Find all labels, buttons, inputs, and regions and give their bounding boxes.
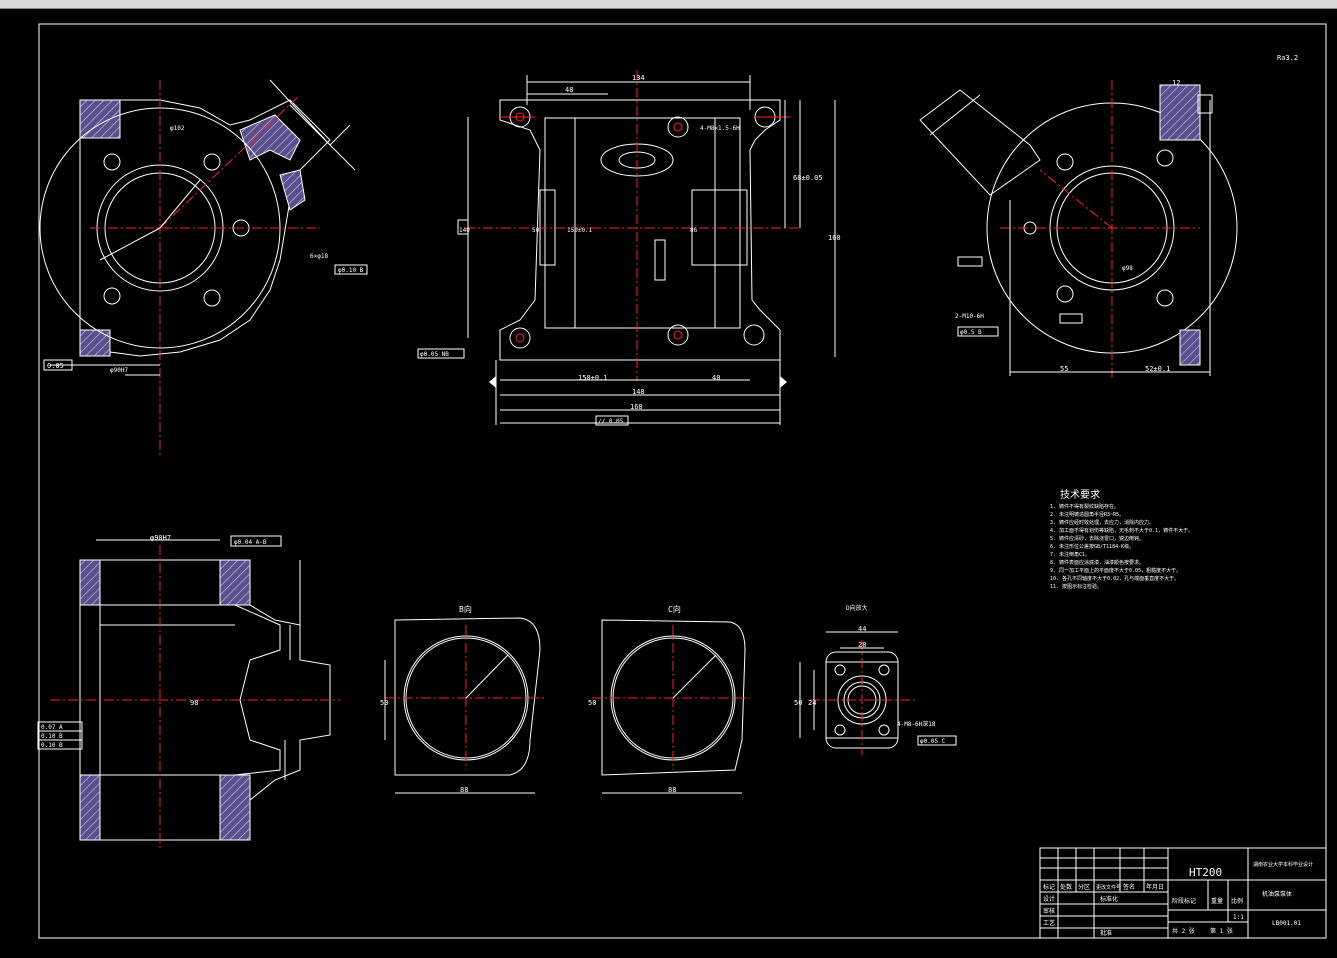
tech-line-3: 3. 铸件应经时效处理，去应力，消除内应力。 [1050,519,1154,526]
dim-section-phi: φ90H7 [150,534,171,542]
tb-sheets: 共 2 张 [1172,927,1195,935]
drawing-frame [38,23,1327,939]
dim-mid-150: 150±0.1 [567,227,593,234]
dim-right-160: 160 [828,234,841,242]
label-d-view: D向放大 [846,604,868,612]
tb-approve: 批准 [1100,929,1112,937]
tb-sign: 签名 [1123,883,1135,891]
view-left-front: 0.05 φ90H7 6×φ18 φ0.10 B φ102 [39,79,368,458]
dim-d-28: 28 [858,641,866,649]
drawing-no: LB001.01 [1272,920,1301,927]
tech-line-5: 5. 铸件应清砂，去除浇冒口，锐边倒钝。 [1050,535,1144,542]
dim-bottom-168: 168 [630,403,643,411]
dim-bottom-150: 150±0.1 [578,374,608,382]
tol-a: 0.07 A [41,724,63,731]
tol-position-right: φ0.5 B [960,329,982,336]
tech-line-7: 7. 未注倒角C1。 [1050,551,1090,558]
title-block: HT200 湖南农业大学本科毕业设计 机油泵泵体 LB001.01 标记 处数 … [1039,847,1327,939]
view-center-top: 134 48 4-M8×1.5-6H 160 68±0.05 140 150±0… [417,70,841,426]
dim-mid-50: 50 [532,227,540,234]
dim-d-50: 50 [794,699,802,707]
tol-b: 0.10 B [41,733,63,740]
tech-line-1: 1. 铸件不得有裂纹缺陷存在。 [1050,503,1119,510]
callout-thread-right: 2-M10-6H [955,313,984,320]
tb-weight: 重量 [1211,897,1223,905]
tb-std: 标准化 [1100,895,1118,903]
tech-line-4: 4. 加工面不得有划伤等缺陷，无毛刺不大于0.1，铸件不大于。 [1050,527,1193,534]
tb-count: 处数 [1060,883,1072,891]
dim-bottom-148: 148 [632,388,645,396]
tb-zone: 分区 [1078,883,1090,891]
tol-concentricity: φ0.04 A-B [234,539,267,546]
dim-left-140: 140 [459,227,470,234]
tol-pos-left: φ0.10 B [338,267,364,274]
dim-c-88: 88 [668,786,676,794]
school-name: 湖南农业大学本科毕业设计 [1253,861,1313,868]
dim-right-12: 12 [1172,79,1180,87]
view-c: C向 50 88 [588,604,750,794]
dim-bottom-40: 40 [712,374,720,382]
dim-right-68: 68±0.05 [793,174,823,182]
dim-b-88: 88 [460,786,468,794]
view-right-side: 55 52±0.1 12 φ0.5 B 2-M10-6H Ra3.2 φ98 [919,54,1298,380]
window-top-strip [0,0,1337,9]
tb-change: 更改文件号 [1096,884,1121,891]
tol-parallel: // 0.05 [598,418,624,425]
tb-mark: 标记 [1043,883,1055,891]
dim-phi102: φ102 [170,125,185,132]
tb-process: 工艺 [1043,919,1055,927]
tech-title: 技术要求 [1060,488,1100,501]
view-section: φ90H7 φ0.04 A-B 0.07 A 0.10 B 0.10 B 98 [37,534,340,850]
tech-line-11: 11. 按图示标注检验。 [1050,583,1102,590]
tech-requirements: 技术要求 1. 铸件不得有裂纹缺陷存在。 2. 未注明铸造圆角半径R3~R5。 … [1050,488,1193,590]
tech-line-9: 9. 同一加工平面上的平面度不大于0.05，粗糙度不大于。 [1050,567,1181,574]
dim-right-55: 55 [1060,365,1068,373]
tb-check: 审核 [1043,907,1055,915]
tol-position-center: φ0.05 NB [420,351,449,358]
view-b: B向 50 88 [380,604,545,794]
dim-phi: φ90H7 [110,367,128,374]
tech-line-10: 10. 各孔不同轴度不大于0.02，孔与端面垂直度不大于。 [1050,575,1179,582]
material-label: HT200 [1189,866,1222,879]
view-d: D向放大 44 28 50 24 4-M8-6H深18 φ0.05 C [794,604,957,755]
callout-thread: 4-M8×1.5-6H [700,125,740,132]
tb-scale: 1:1 [1233,914,1244,921]
tech-line-2: 2. 未注明铸造圆角半径R3~R5。 [1050,511,1124,518]
dim-top-48: 48 [565,86,573,94]
tb-scale-label: 比例 [1231,897,1243,905]
callout-holes: 6×φ18 [310,253,328,260]
label-c-view: C向 [668,604,681,614]
tol-position-d: φ0.05 C [920,738,946,745]
tb-design: 设计 [1043,895,1055,903]
dim-d-24: 24 [808,699,816,707]
dim-right-52: 52±0.1 [1145,365,1170,373]
label-b-view: B向 [459,604,472,614]
tb-date: 年月日 [1146,883,1164,891]
dim-b-50: 50 [380,699,388,707]
dim-mid-86: 86 [690,227,698,234]
tol-flatness: 0.05 [47,362,64,370]
tb-sheet-no: 第 1 张 [1210,927,1233,935]
tech-line-6: 6. 未注形位公差按GB/T1184-K级。 [1050,543,1134,550]
tol-c: 0.10 B [41,742,63,749]
dim-c-50: 50 [588,699,596,707]
dim-section-98: 98 [190,699,198,707]
dim-top-134: 134 [632,74,645,82]
dim-d-44: 44 [858,625,866,633]
dim-phi98: φ98 [1122,265,1133,272]
tb-stage: 阶段标记 [1172,897,1196,905]
roughness-note: Ra3.2 [1277,54,1298,62]
drawing-name: 机油泵泵体 [1262,890,1292,898]
callout-d-holes: 4-M8-6H深18 [897,720,936,728]
tech-line-8: 8. 铸件表面应涂底漆，油漆颜色按要求。 [1050,559,1144,566]
